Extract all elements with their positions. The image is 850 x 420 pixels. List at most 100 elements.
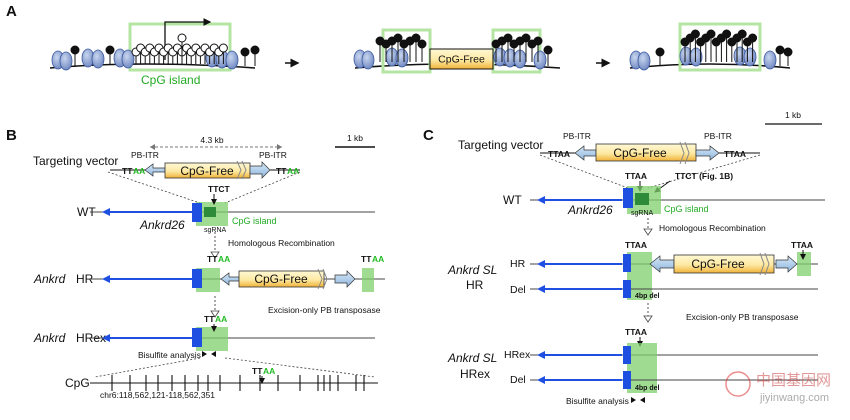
cpg-free-label: CpG-Free xyxy=(254,272,308,286)
tt-cpg: TT xyxy=(252,366,263,376)
del-4bp-label: 4bp del xyxy=(635,293,660,300)
panel-label-c: C xyxy=(423,127,434,144)
del-row-label: Del xyxy=(510,374,526,386)
gene-arrowhead-icon xyxy=(102,334,110,342)
methylated-cpg xyxy=(503,33,513,43)
ankrd-sl-hrex-label: Ankrd SL xyxy=(447,351,497,365)
panel-label-b: B xyxy=(6,127,17,144)
targeting-vector-label: Targeting vector xyxy=(33,154,118,168)
methylated-cpg xyxy=(417,39,427,49)
ttct-label: TTCT xyxy=(208,184,231,194)
primer-triangles-icon xyxy=(202,351,216,357)
ankrd-hr-label-italic: Ankrd xyxy=(33,272,66,286)
nucleosome xyxy=(361,50,375,70)
gene-label: Ankrd26 xyxy=(567,203,613,217)
panel-label-a: A xyxy=(6,3,17,20)
wt-label: WT xyxy=(503,193,522,207)
nucleosome xyxy=(637,51,651,71)
bisulfite-label: Bisulfite analysis xyxy=(138,350,201,360)
cpg-lollipops xyxy=(655,29,793,66)
cpg-lollipops xyxy=(70,33,260,67)
cpg-island-box xyxy=(128,22,232,72)
cpg-island-label: CpG island xyxy=(664,204,709,214)
pb-itr-left-label: PB-ITR xyxy=(131,150,159,160)
cpg-free-block xyxy=(238,270,325,288)
excision-arrowhead-icon xyxy=(643,315,653,323)
aa-left: AA xyxy=(133,166,145,176)
cpg-free-label: CpG-Free xyxy=(438,54,485,66)
nucleosome xyxy=(743,47,757,67)
watermark-cn-text: 中国基因网 xyxy=(756,372,831,389)
methylated-cpg xyxy=(105,45,115,55)
ankrd-hr-label: HR xyxy=(76,272,94,286)
ankrd-hrex-label-italic: Ankrd xyxy=(33,331,66,345)
cpg-free-insertion-state: CpG-Free xyxy=(353,28,561,74)
methylated-cpg xyxy=(783,47,793,57)
homologous-label: Homologous Recombination xyxy=(659,223,766,233)
hr-row-label: HR xyxy=(510,258,526,270)
methylated-cpg xyxy=(706,29,716,39)
exon-block xyxy=(623,254,631,272)
aa-hrex: AA xyxy=(215,314,227,324)
exon-block xyxy=(192,203,202,222)
exon-block xyxy=(623,371,631,389)
watermark: 中国基因网 jiyinwang.com xyxy=(725,371,831,404)
aa-hr-right: AA xyxy=(372,254,384,264)
cpg-island-label: CpG island xyxy=(141,73,200,87)
pb-itr-left-arrow-icon xyxy=(574,145,597,161)
break-mark-icon xyxy=(679,141,690,165)
pb-itr-arrow-icon xyxy=(220,272,240,286)
unmethylated-cpg-island-state: CpG island xyxy=(49,18,260,87)
gene-label: Ankrd26 xyxy=(139,218,185,232)
aa-hr-left: AA xyxy=(218,254,230,264)
tt-hr-left: TT xyxy=(207,254,218,264)
cpg-island-region-right xyxy=(797,252,811,276)
nucleosome xyxy=(121,49,135,69)
cpg-island-box xyxy=(678,22,762,72)
methylated-cpg xyxy=(250,45,260,55)
nucleosome xyxy=(533,50,547,70)
aa-cpg: AA xyxy=(263,366,275,376)
sgrna-site xyxy=(635,193,649,205)
scale-label: 1 kb xyxy=(347,133,363,143)
aa-right: AA xyxy=(287,166,299,176)
gene-arrowhead-icon xyxy=(102,208,110,216)
gene-arrowhead-icon xyxy=(537,376,545,384)
excision-label: Excision-only PB transposase xyxy=(268,305,381,315)
cpg-island-label: CpG island xyxy=(232,216,277,226)
nucleosome xyxy=(91,49,105,69)
pb-itr-right-label: PB-ITR xyxy=(704,131,732,141)
gene-arrowhead-icon xyxy=(537,285,545,293)
sgrna-site xyxy=(204,207,216,217)
pb-itr-left-label: PB-ITR xyxy=(563,131,591,141)
cpg-free-label: CpG-Free xyxy=(180,164,234,178)
ttaa-vector-left: TTAA xyxy=(548,149,570,159)
methylated-cpg xyxy=(240,47,250,57)
nucleosome xyxy=(225,50,239,70)
exon-block xyxy=(623,280,631,298)
exon-block xyxy=(192,328,202,347)
tt-hrex: TT xyxy=(204,314,215,324)
ttaa-hr-right: TTAA xyxy=(791,240,813,250)
panel-c: 1 kb PB-ITR PB-ITR Targeting vector TTAA… xyxy=(447,110,825,406)
cpg-free-block xyxy=(673,254,775,274)
cpg-ticks xyxy=(111,375,365,391)
projection-lines xyxy=(539,154,761,189)
hrex-row-label: HRex xyxy=(504,349,531,361)
tt-hr-right: TT xyxy=(361,254,372,264)
ttaa-wt: TTAA xyxy=(625,171,647,181)
pb-itr-arrow-icon xyxy=(334,270,356,288)
homologous-label: Homologous Recombination xyxy=(228,238,335,248)
unmethylated-cpg xyxy=(218,43,228,53)
cpg-island-region-right xyxy=(362,268,374,292)
gene-arrowhead-icon xyxy=(537,351,545,359)
panel-a: CpG island CpG-Free xyxy=(49,18,793,87)
methylated-cpg xyxy=(690,29,700,39)
exon-block xyxy=(623,346,631,364)
excision-arrowhead-icon xyxy=(210,310,220,318)
wt-label: WT xyxy=(77,205,96,219)
nucleosome xyxy=(59,51,73,71)
cpg-free-block xyxy=(429,48,494,70)
methylated-cpg xyxy=(655,47,665,57)
